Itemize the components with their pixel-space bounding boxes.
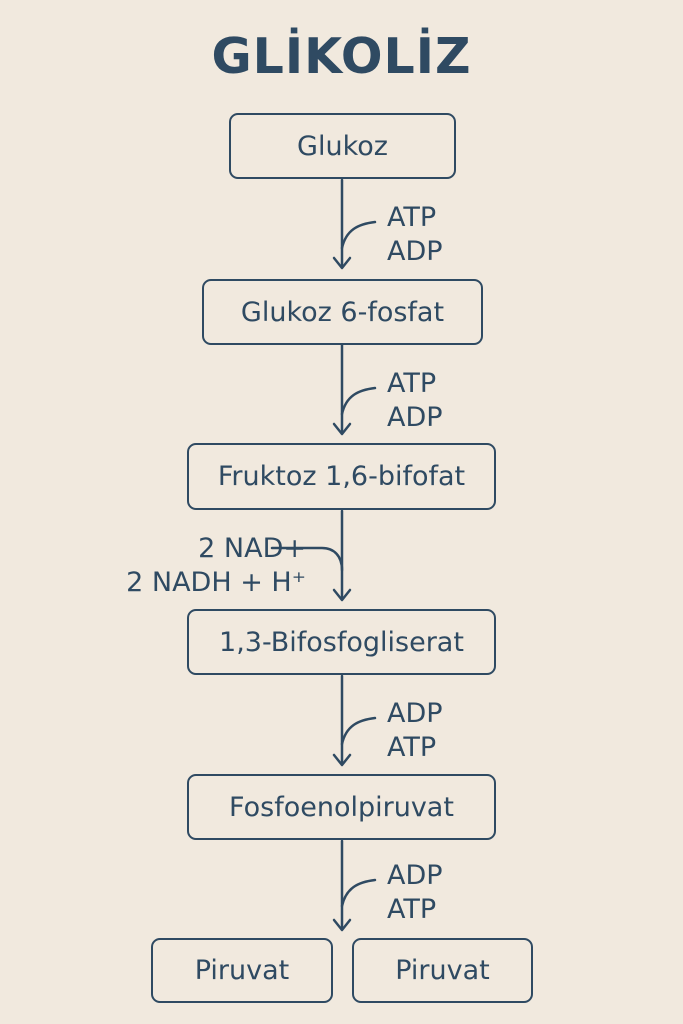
step-1-input: ATP xyxy=(387,202,437,233)
node-glucose: Glukoz xyxy=(229,113,456,179)
node-phosphoenolpyruvate: Fosfoenolpiruvat xyxy=(187,774,496,840)
step-3-cofactors: 2 NAD+ 2 NADH + H⁺ xyxy=(126,532,306,600)
node-pyruvate-1: Piruvat xyxy=(151,938,333,1003)
node-fructose-bisphosphate-label: Fruktoz 1,6-bifofat xyxy=(217,461,466,492)
arrow-step-4 xyxy=(332,674,377,767)
node-glucose-6-phosphate: Glukoz 6-fosfat xyxy=(202,279,483,345)
step-1-cofactors: ATP ADP xyxy=(387,201,443,269)
step-2-cofactors: ATP ADP xyxy=(387,367,443,435)
step-2-input: ATP xyxy=(387,368,437,399)
arrow-step-3 xyxy=(270,509,352,602)
node-bisphosphoglycerate: 1,3-Bifosfogliserat xyxy=(187,609,496,675)
node-bisphosphoglycerate-label: 1,3-Bifosfogliserat xyxy=(219,626,464,658)
node-pyruvate-1-label: Piruvat xyxy=(194,955,290,986)
arrow-step-1 xyxy=(332,178,377,270)
diagram-title: GLİKOLİZ xyxy=(211,28,472,85)
step-3-output: 2 NADH + H⁺ xyxy=(126,567,306,598)
arrow-step-5 xyxy=(332,839,377,932)
step-5-input: ADP xyxy=(387,860,443,891)
node-phosphoenolpyruvate-label: Fosfoenolpiruvat xyxy=(229,791,454,823)
step-1-output: ADP xyxy=(387,236,443,267)
node-glucose-6-phosphate-label: Glukoz 6-fosfat xyxy=(240,296,445,328)
step-2-output: ADP xyxy=(387,402,443,433)
step-5-output: ATP xyxy=(387,894,437,925)
step-4-cofactors: ADP ATP xyxy=(387,697,443,765)
step-3-input: 2 NAD+ xyxy=(198,533,306,564)
node-fructose-bisphosphate: Fruktoz 1,6-bifofat xyxy=(187,443,496,510)
step-5-cofactors: ADP ATP xyxy=(387,859,443,927)
node-glucose-label: Glukoz xyxy=(297,130,388,162)
step-4-output: ATP xyxy=(387,732,437,763)
arrow-step-2 xyxy=(332,343,377,436)
node-pyruvate-2-label: Piruvat xyxy=(395,955,490,986)
step-4-input: ADP xyxy=(387,698,443,729)
node-pyruvate-2: Piruvat xyxy=(352,938,533,1003)
